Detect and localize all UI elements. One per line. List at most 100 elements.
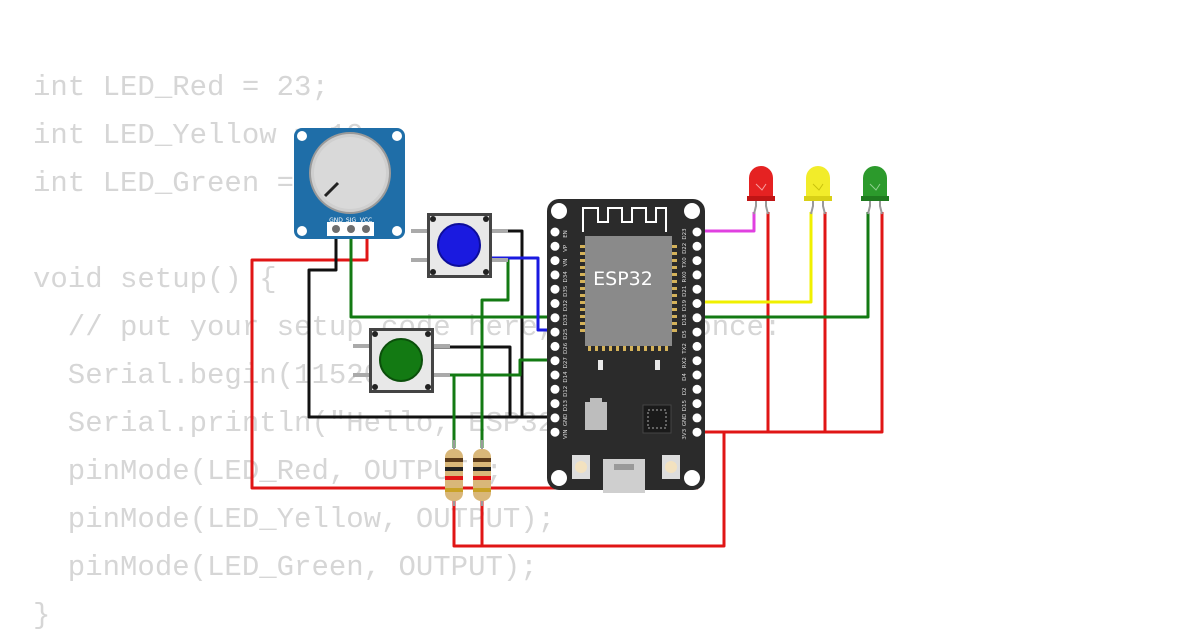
pin-d22[interactable]: [692, 241, 702, 251]
pin-label: D15: [682, 399, 688, 411]
right-pin-header: D23D22TX0RX0D21D19D18D5TX2RX2D4D2D15GND3…: [682, 227, 702, 440]
pin-label: D4: [682, 373, 688, 381]
pin-label: RX0: [682, 271, 688, 283]
pin-rx2[interactable]: [692, 356, 702, 366]
pot-pin-sig: SIG: [346, 217, 357, 224]
pin-vp[interactable]: [550, 241, 560, 251]
pin-d23[interactable]: [692, 227, 702, 237]
code-line: void setup() {: [33, 263, 277, 296]
pin-label: RX2: [682, 357, 688, 368]
pin-label: D13: [563, 399, 569, 411]
esp32-module: [585, 236, 672, 346]
button-cap-blue[interactable]: [437, 223, 481, 267]
pin-tx0[interactable]: [692, 256, 702, 266]
wire-blue-btn1: [492, 256, 553, 332]
pin-d13[interactable]: [550, 399, 560, 409]
wire-red-resistors: [452, 430, 726, 548]
pin-3v3[interactable]: [692, 427, 702, 437]
pin-d34[interactable]: [550, 270, 560, 280]
pin-label: VP: [563, 244, 569, 252]
pin-label: TX2: [682, 343, 688, 355]
wire-red-led-power: [697, 212, 884, 434]
pin-d27[interactable]: [550, 356, 560, 366]
pin-d2[interactable]: [692, 384, 702, 394]
pin-rx0[interactable]: [692, 270, 702, 280]
pin-label: GND: [682, 414, 688, 427]
wire-black-ground: [307, 232, 553, 419]
pin-d21[interactable]: [692, 284, 702, 294]
boot-button[interactable]: [662, 455, 680, 479]
code-line: }: [33, 599, 51, 632]
module-contacts: [580, 245, 677, 351]
pot-indicator: [323, 181, 340, 198]
wire-yellow-led: [697, 212, 813, 304]
button-cap-green[interactable]: [379, 338, 423, 382]
pin-d26[interactable]: [550, 341, 560, 351]
pin-label: D25: [563, 328, 569, 340]
pin-gnd[interactable]: [550, 413, 560, 423]
pin-d18[interactable]: [692, 313, 702, 323]
pin-label: D14: [563, 371, 569, 383]
code-line: Serial.println("Hello, ESP32!");: [33, 407, 625, 440]
voltage-regulator: [585, 402, 607, 430]
smd-component-1: [598, 360, 603, 370]
pushbutton-blue[interactable]: [411, 213, 508, 278]
pot-knob[interactable]: [314, 137, 386, 209]
pin-en[interactable]: [550, 227, 560, 237]
potentiometer[interactable]: GND SIG VCC: [294, 128, 405, 239]
led-green[interactable]: [861, 166, 889, 215]
pin-label: VIN: [563, 429, 569, 439]
pin-gnd[interactable]: [692, 413, 702, 423]
pin-d14[interactable]: [550, 370, 560, 380]
pin-d35[interactable]: [550, 284, 560, 294]
pin-label: TX0: [682, 257, 688, 269]
code-background: int LED_Red = 23;int LED_Yellow = 19;int…: [33, 64, 781, 640]
resistor-2[interactable]: [473, 440, 491, 506]
chip-label: ESP32: [593, 268, 653, 290]
pin-label: D22: [682, 243, 688, 254]
pin-vn[interactable]: [550, 256, 560, 266]
pin-label: D35: [563, 285, 569, 297]
pin-vin[interactable]: [550, 427, 560, 437]
led-red[interactable]: [747, 166, 775, 215]
usb-chip: [642, 404, 672, 434]
pin-label: D19: [682, 299, 688, 311]
wire-green-led: [697, 212, 870, 319]
pin-label: 3V3: [682, 428, 688, 439]
pin-d12[interactable]: [550, 384, 560, 394]
pin-d4[interactable]: [692, 370, 702, 380]
pin-label: D33: [563, 314, 569, 326]
pin-label: D18: [682, 314, 688, 326]
code-line: int LED_Red = 23;: [33, 71, 329, 104]
pot-pin-gnd: GND: [329, 217, 343, 224]
wire-magenta-led: [697, 212, 756, 233]
code-line: int LED_Yellow = 19;: [33, 119, 382, 152]
pin-d19[interactable]: [692, 299, 702, 308]
pin-label: EN: [563, 230, 569, 238]
en-button[interactable]: [572, 455, 590, 479]
wire-black-btn2: [430, 345, 512, 417]
pin-label: GND: [563, 414, 569, 427]
pin-label: D21: [682, 286, 688, 297]
code-line: pinMode(LED_Yellow, OUTPUT);: [33, 503, 556, 536]
pin-label: D34: [563, 271, 569, 283]
pin-label: D5: [682, 330, 688, 338]
pin-d32[interactable]: [550, 299, 560, 308]
esp32-board[interactable]: ESP32 ENVPVND34D35D32D33D25D26D27D14D12D…: [547, 199, 705, 493]
pushbutton-green[interactable]: [353, 328, 450, 393]
resistor-1[interactable]: [445, 440, 463, 506]
pin-label: D2: [682, 387, 688, 395]
wire-green-pot-sig: [349, 232, 553, 319]
pin-d33[interactable]: [550, 313, 560, 323]
left-pin-header: ENVPVND34D35D32D33D25D26D27D14D12D13GNDV…: [550, 227, 569, 439]
pin-d25[interactable]: [550, 327, 560, 337]
pin-tx2[interactable]: [692, 341, 702, 351]
pin-d15[interactable]: [692, 399, 702, 409]
pin-label: D23: [682, 228, 688, 240]
pin-label: VN: [563, 259, 569, 267]
pin-d5[interactable]: [692, 327, 702, 337]
code-line: pinMode(LED_Green, OUTPUT);: [33, 551, 538, 584]
antenna-trace: [582, 207, 667, 232]
led-yellow[interactable]: [804, 166, 832, 215]
pin-label: D26: [563, 342, 569, 354]
